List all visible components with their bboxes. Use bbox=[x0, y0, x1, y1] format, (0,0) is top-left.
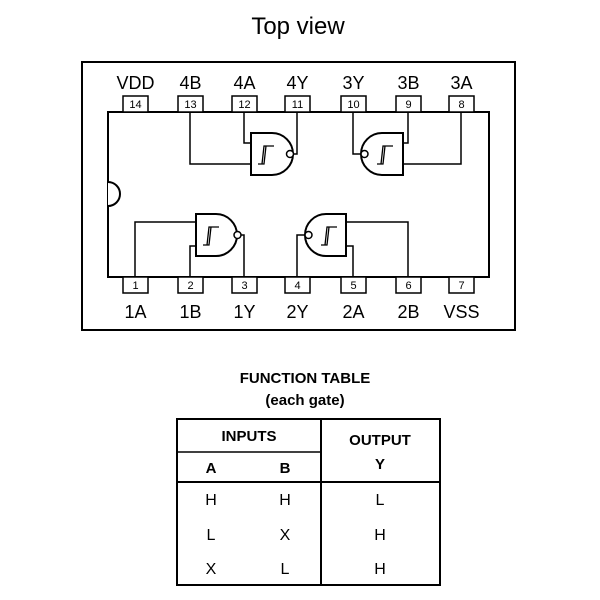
table-cell-y: L bbox=[376, 492, 385, 509]
pin-number-2: 2 bbox=[187, 280, 193, 292]
table-cell-y: H bbox=[374, 527, 386, 544]
pin-number-14: 14 bbox=[129, 99, 141, 111]
pin-number-8: 8 bbox=[458, 99, 464, 111]
pin-box-14 bbox=[122, 95, 149, 113]
pin-number-5: 5 bbox=[350, 280, 356, 292]
pin-number-9: 9 bbox=[405, 99, 411, 111]
table-cell-y: H bbox=[374, 561, 386, 578]
table-cell-b: X bbox=[280, 527, 291, 544]
schmitt-nand-gate-3 bbox=[360, 132, 404, 176]
schmitt-trigger-symbol bbox=[377, 145, 393, 165]
pin-name-3b: 3B bbox=[397, 73, 419, 93]
pin-number-6: 6 bbox=[405, 280, 411, 292]
schmitt-trigger-symbol bbox=[321, 226, 337, 246]
function-table-title: FUNCTION TABLE bbox=[240, 370, 371, 387]
output-header: OUTPUT bbox=[349, 432, 411, 449]
table-cell-a: X bbox=[206, 561, 217, 578]
pin-name-2y: 2Y bbox=[286, 302, 308, 322]
pin-name-3a: 3A bbox=[450, 73, 472, 93]
pin-name-vss: VSS bbox=[443, 302, 479, 322]
pin-name-2a: 2A bbox=[342, 302, 364, 322]
pin-box-7 bbox=[448, 276, 475, 294]
function-table: FUNCTION TABLE (each gate) INPUTS OUTPUT… bbox=[176, 370, 441, 586]
pin-number-3: 3 bbox=[241, 280, 247, 292]
table-cell-a: H bbox=[205, 492, 217, 509]
pin-number-13: 13 bbox=[184, 99, 196, 111]
inputs-header: INPUTS bbox=[221, 428, 276, 445]
pin-name-3y: 3Y bbox=[342, 73, 364, 93]
gate-2-wiring bbox=[296, 221, 409, 277]
page-title: Top view bbox=[251, 13, 345, 40]
pin-number-10: 10 bbox=[347, 99, 359, 111]
table-cell-b: H bbox=[279, 492, 291, 509]
gate-3-wiring bbox=[352, 112, 462, 165]
pin-name-1b: 1B bbox=[179, 302, 201, 322]
table-cell-a: L bbox=[207, 527, 216, 544]
top-pins: 14 13 12 11 10 9 8 VDD 4B 4A 4Y 3Y 3B 3A bbox=[116, 73, 475, 113]
pin-name-2b: 2B bbox=[397, 302, 419, 322]
diagram-frame bbox=[81, 61, 516, 331]
pin-name-1a: 1A bbox=[124, 302, 146, 322]
pin-name-4b: 4B bbox=[179, 73, 201, 93]
function-table-subtitle: (each gate) bbox=[265, 392, 344, 409]
schmitt-nand-gate-4 bbox=[250, 132, 295, 176]
pin-number-1: 1 bbox=[132, 280, 138, 292]
pin-number-12: 12 bbox=[238, 99, 250, 111]
pin-name-1y: 1Y bbox=[233, 302, 255, 322]
schmitt-nand-gate-2 bbox=[304, 213, 347, 257]
schmitt-trigger-symbol bbox=[258, 145, 274, 165]
pin-name-4y: 4Y bbox=[286, 73, 308, 93]
column-b-header: B bbox=[280, 460, 291, 477]
orientation-notch bbox=[107, 181, 121, 207]
chip-body bbox=[107, 111, 490, 278]
pin-name-vdd: VDD bbox=[116, 73, 154, 93]
bottom-pins: 1 2 3 4 5 6 7 1A 1B 1Y 2Y 2A 2B VSS bbox=[122, 276, 480, 322]
pin-number-11: 11 bbox=[292, 99, 303, 111]
pin-number-4: 4 bbox=[294, 280, 300, 292]
schmitt-nand-gate-1 bbox=[195, 213, 242, 257]
column-a-header: A bbox=[206, 460, 217, 477]
table-cell-b: L bbox=[281, 561, 290, 578]
column-y-header: Y bbox=[375, 456, 385, 473]
schmitt-trigger-symbol bbox=[203, 226, 219, 246]
function-table-border bbox=[176, 418, 441, 586]
pin-number-7: 7 bbox=[458, 280, 464, 292]
pin-name-4a: 4A bbox=[233, 73, 255, 93]
